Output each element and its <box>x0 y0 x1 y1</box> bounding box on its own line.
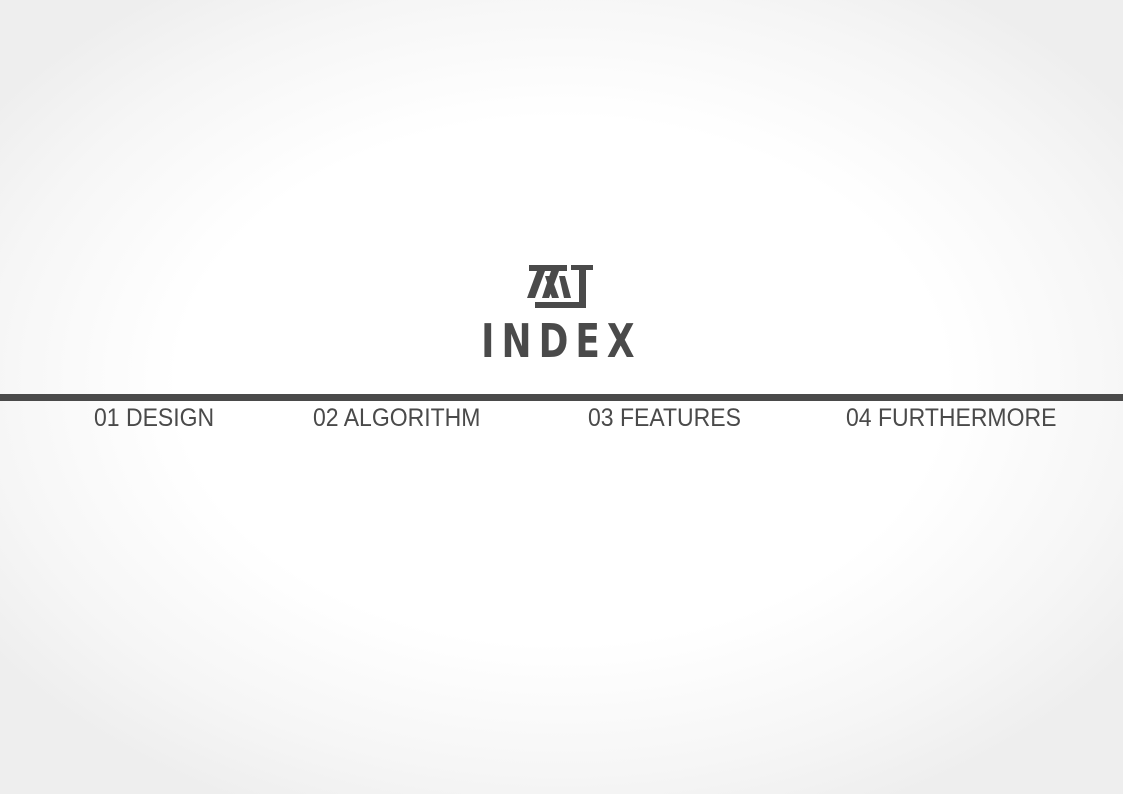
hangul-logo-svg <box>526 265 593 308</box>
divider-rule <box>0 394 1123 401</box>
nav-item-furthermore[interactable]: 04 FURTHERMORE <box>846 404 1057 432</box>
hangul-logo-icon <box>0 258 1123 316</box>
page-title: INDEX <box>481 314 642 368</box>
nav-item-design[interactable]: 01 DESIGN <box>94 404 215 432</box>
nav-item-features[interactable]: 03 FEATURES <box>588 404 741 432</box>
nav-item-algorithm[interactable]: 02 ALGORITHM <box>313 404 481 432</box>
